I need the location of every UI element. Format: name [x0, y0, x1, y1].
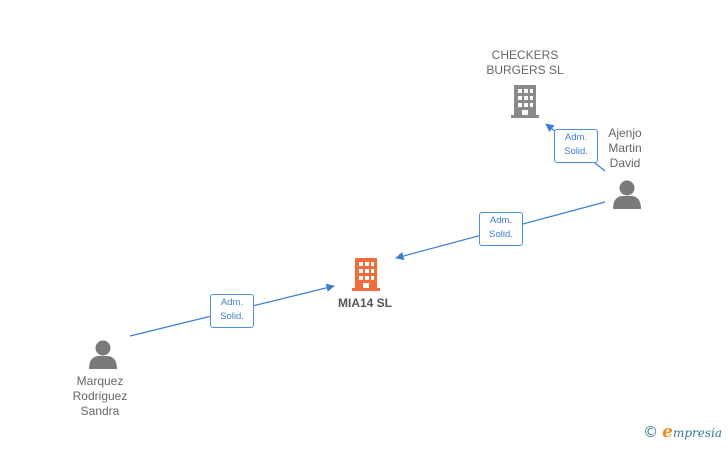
node-label-marquez-rodriguez-sandra[interactable]: Marquez Rodriguez Sandra	[72, 374, 128, 418]
building-icon[interactable]	[511, 85, 539, 118]
node-label-mia14[interactable]: MIA14 SL	[337, 296, 392, 310]
person-icon[interactable]	[613, 180, 641, 210]
node-label-checkers-burgers[interactable]: CHECKERS BURGERS SL	[486, 48, 564, 77]
relation-badge-ajenjo-checkers: Adm. Solid.	[554, 129, 598, 163]
relation-type-label: Solid.	[220, 311, 244, 322]
copyright-icon: ©	[643, 423, 659, 441]
relation-type-label: Solid.	[489, 229, 513, 240]
relation-type-label: Adm.	[564, 132, 588, 143]
empresia-logo: © empresia	[643, 422, 722, 442]
brand-wordmark: empresia	[662, 422, 722, 442]
relation-type-label: Solid.	[564, 146, 588, 157]
relation-type-label: Adm.	[220, 297, 244, 308]
relation-type-label: Adm.	[489, 215, 513, 226]
relation-badge-ajenjo-mia14: Adm. Solid.	[479, 212, 523, 246]
building-icon[interactable]	[352, 258, 380, 291]
node-label-ajenjo-martin-david[interactable]: Ajenjo Martin David	[608, 126, 642, 170]
relation-badge-marquez-mia14: Adm. Solid.	[210, 294, 254, 328]
person-icon[interactable]	[89, 340, 117, 370]
